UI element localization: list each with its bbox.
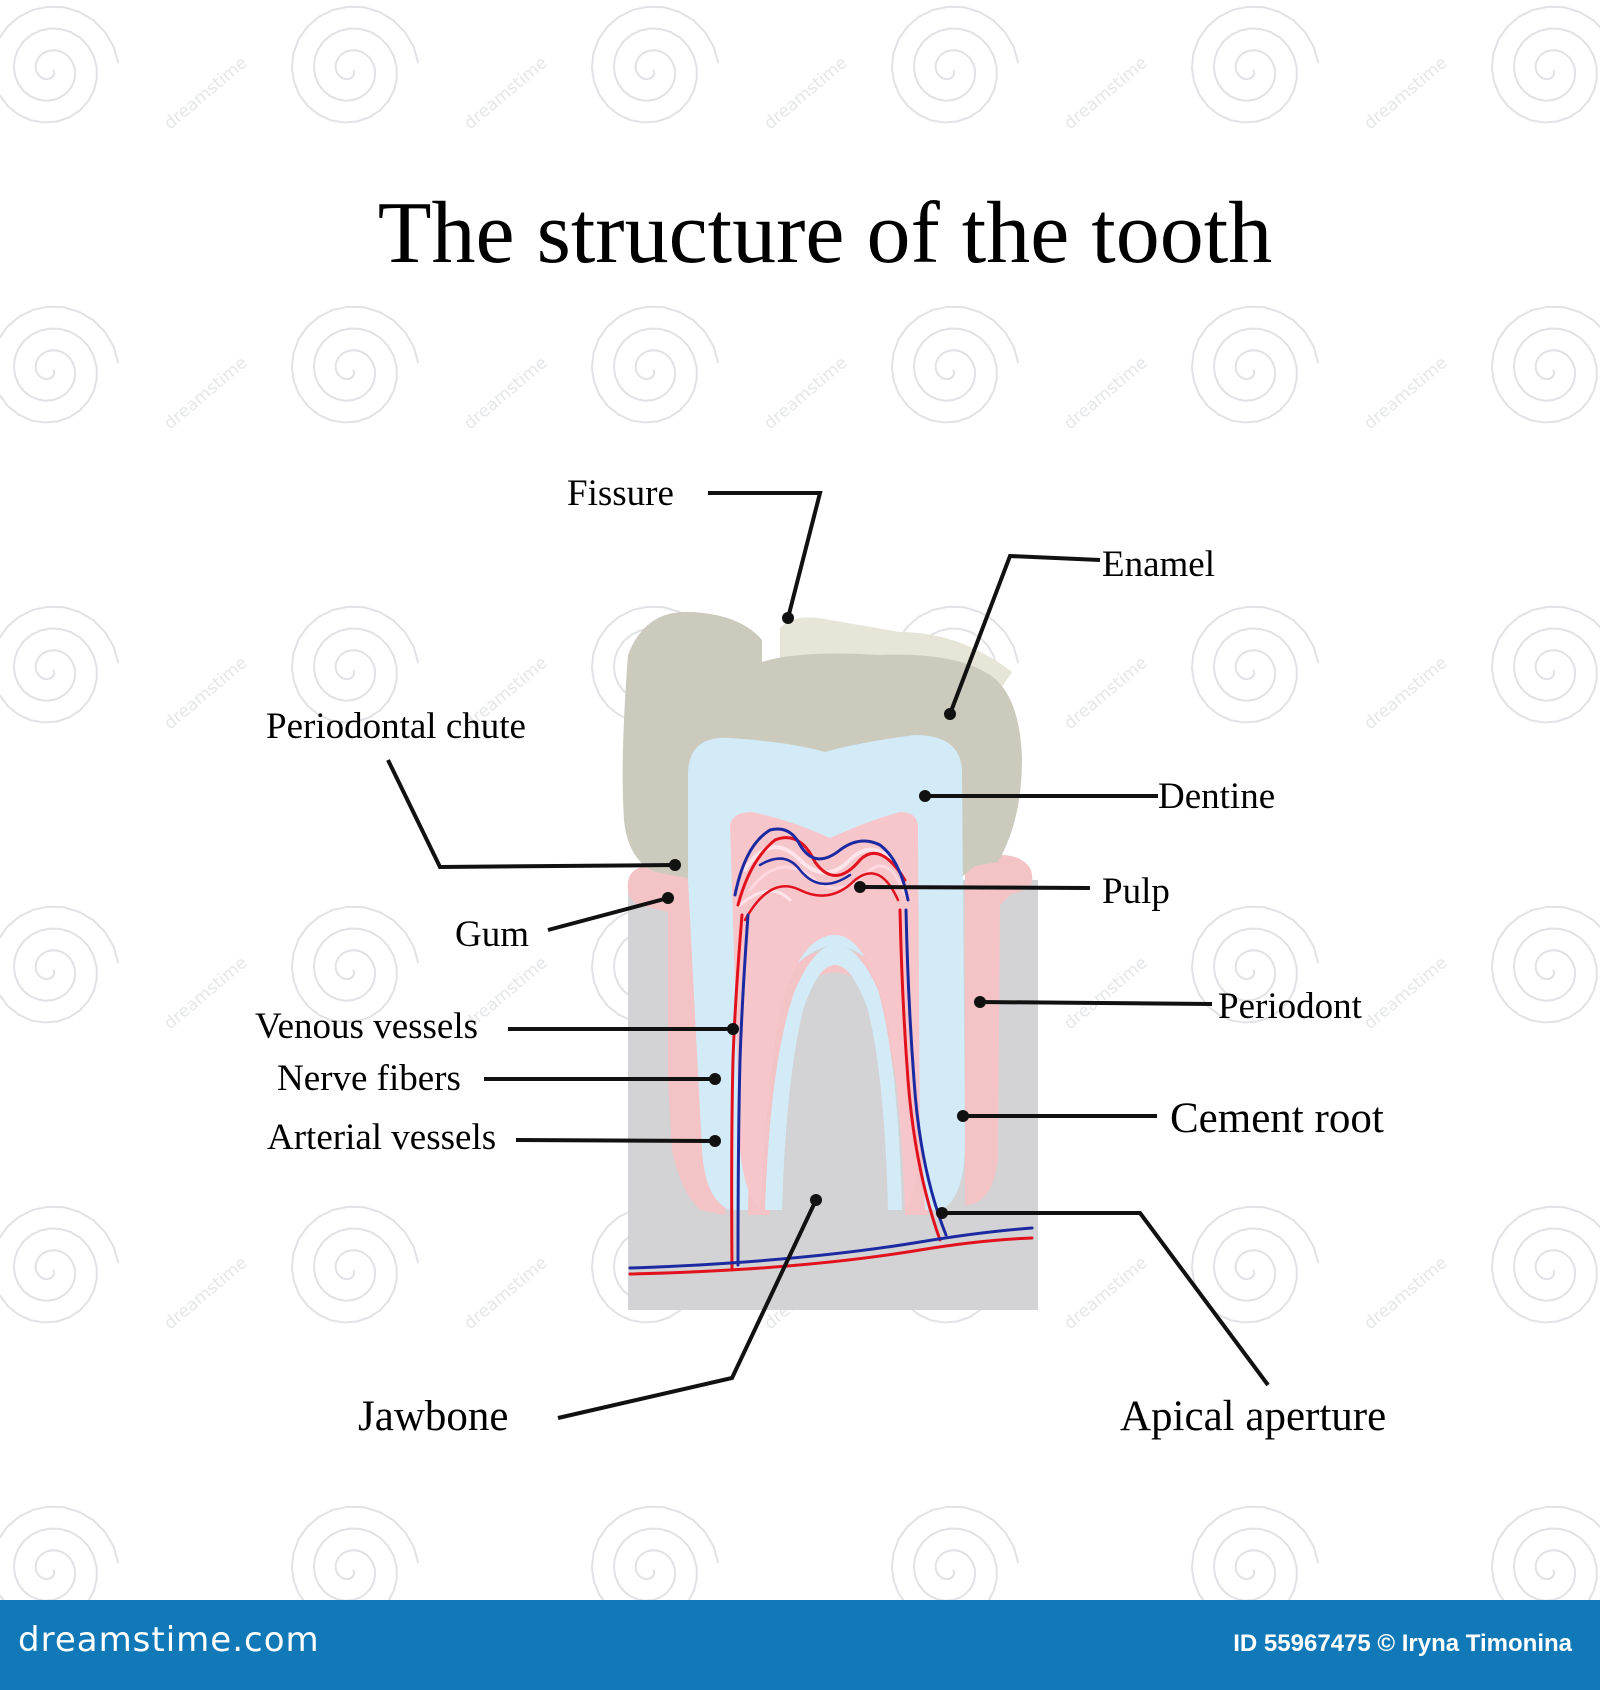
watermark-text: dreamstime [1060,1253,1151,1334]
watermark-spiral [1190,605,1320,724]
label-arterial-vessels: Arterial vessels [267,1117,496,1158]
dot-jawbone [810,1194,822,1206]
watermark-spiral [890,1505,1020,1624]
footer-credit: ID 55967475 © Iryna Timonina [1233,1630,1572,1657]
label-fissure: Fissure [567,473,674,514]
watermark-spiral [1490,905,1600,1024]
label-enamel: Enamel [1102,544,1215,585]
watermark-spiral [290,1505,420,1624]
watermark-spiral [0,305,120,424]
watermark-spiral [290,1205,420,1324]
watermark-spiral [290,605,420,724]
watermark-spiral [1490,1505,1600,1624]
watermark-spiral [1490,305,1600,424]
watermark-spiral [590,5,720,124]
label-venous-vessels: Venous vessels [255,1006,478,1047]
watermark-spiral [290,5,420,124]
dot-gum [662,892,674,904]
leader-periodont [979,1000,1213,1006]
label-apical-aperture: Apical aperture [1120,1393,1386,1440]
watermark-text: dreamstime [160,653,251,734]
watermark-spiral [0,905,120,1024]
watermark-spiral [1190,305,1320,424]
dot-dentine [919,790,931,802]
watermark-spiral [0,5,120,124]
watermark-spiral [0,605,120,724]
label-jawbone: Jawbone [358,1393,508,1440]
dot-fissure [782,612,794,624]
leader-lines [386,491,1270,1420]
leader-enamel [948,553,1101,715]
label-cement-root: Cement root [1170,1095,1384,1142]
dot-arterial-vessels [709,1135,721,1147]
dot-nerve-fibers [709,1073,721,1085]
watermark-text: dreamstime [760,353,851,434]
leader-jawbone [557,1199,818,1420]
labels: Fissure Enamel Periodontal chute Dentine… [255,473,1386,1440]
diagram-title: The structure of the tooth [378,185,1272,282]
label-dentine: Dentine [1158,776,1275,817]
interradicular-bone [769,972,905,1215]
watermark-text: dreamstime [160,953,251,1034]
dot-periodont [974,996,986,1008]
footer-logo[interactable]: dreamstime.com [18,1620,320,1660]
leader-pulp [859,885,1091,890]
watermark-text: dreamstime [1060,653,1151,734]
watermark-text: dreamstime [1060,53,1151,134]
watermark-text: dreamstime [460,53,551,134]
watermark-spiral [1490,5,1600,124]
watermark-text: dreamstime [1360,53,1451,134]
watermark-text: dreamstime [1060,953,1151,1034]
watermark-text: dreamstime [1360,1253,1451,1334]
leader-fissure [708,491,823,619]
watermark-text: dreamstime [160,1253,251,1334]
watermark-spiral [890,5,1020,124]
leader-periodontal-chute [386,759,676,870]
dot-enamel [944,708,956,720]
watermark-spiral [0,1205,120,1324]
leader-arterial-vessels [515,1138,716,1143]
dot-pulp [854,881,866,893]
dot-periodontal-chute [669,859,681,871]
watermark-spiral [0,1505,120,1624]
watermark-text: dreamstime [160,353,251,434]
leader-gum [547,896,669,932]
watermark-spiral [1190,1505,1320,1624]
dot-apical-aperture [936,1207,948,1219]
watermark-spiral [290,305,420,424]
watermark-text: dreamstime [760,53,851,134]
watermark-text: dreamstime [1060,353,1151,434]
watermark-text: dreamstime [1360,653,1451,734]
watermark-spiral [890,305,1020,424]
watermark-spiral [590,1505,720,1624]
label-periodontal-chute: Periodontal chute [266,706,526,747]
label-nerve-fibers: Nerve fibers [277,1058,461,1099]
watermark-spiral [1190,5,1320,124]
dentine-inner [765,945,902,1210]
watermark-spiral [590,305,720,424]
watermark-spiral [1190,1205,1320,1324]
watermark-spiral [290,905,420,1024]
watermark-text: dreamstime [1360,353,1451,434]
label-periodont: Periodont [1218,986,1363,1027]
footer-bar: dreamstime.com ID 55967475 © Iryna Timon… [0,1600,1600,1690]
label-gum: Gum [455,914,529,955]
leader-apical-aperture [942,1211,1270,1387]
dot-cement-root [957,1110,969,1122]
vessels [628,827,1034,1276]
watermark-text: dreamstime [1360,953,1451,1034]
pulp-shape [730,812,920,1210]
label-pulp: Pulp [1102,871,1170,912]
watermark-spiral [1490,1205,1600,1324]
dot-venous-vessels [727,1023,739,1035]
watermark-text: dreamstime [160,53,251,134]
watermark-spiral [1490,605,1600,724]
watermark-text: dreamstime [460,353,551,434]
gum-shape [627,864,700,1210]
watermark-spiral [1190,905,1320,1024]
watermark-text: dreamstime [460,1253,551,1334]
